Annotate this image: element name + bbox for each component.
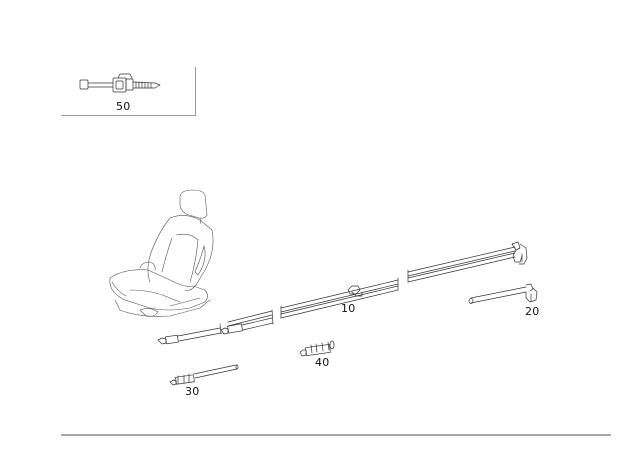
callout-50: 50 [116, 100, 131, 113]
inset-border-right [195, 67, 196, 116]
callout-40: 40 [315, 356, 330, 369]
seat-illustration [109, 189, 214, 317]
cable-tie-clip-icon [79, 73, 161, 93]
line-30 [169, 364, 239, 386]
callout-20: 20 [525, 305, 540, 318]
callout-30: 30 [185, 385, 200, 398]
connector-40 [299, 340, 335, 357]
line-assembly-10 [157, 241, 528, 345]
inset-border-bottom [61, 115, 196, 116]
footer-rule [61, 434, 611, 436]
line-20 [468, 283, 538, 304]
callout-10: 10 [341, 302, 356, 315]
